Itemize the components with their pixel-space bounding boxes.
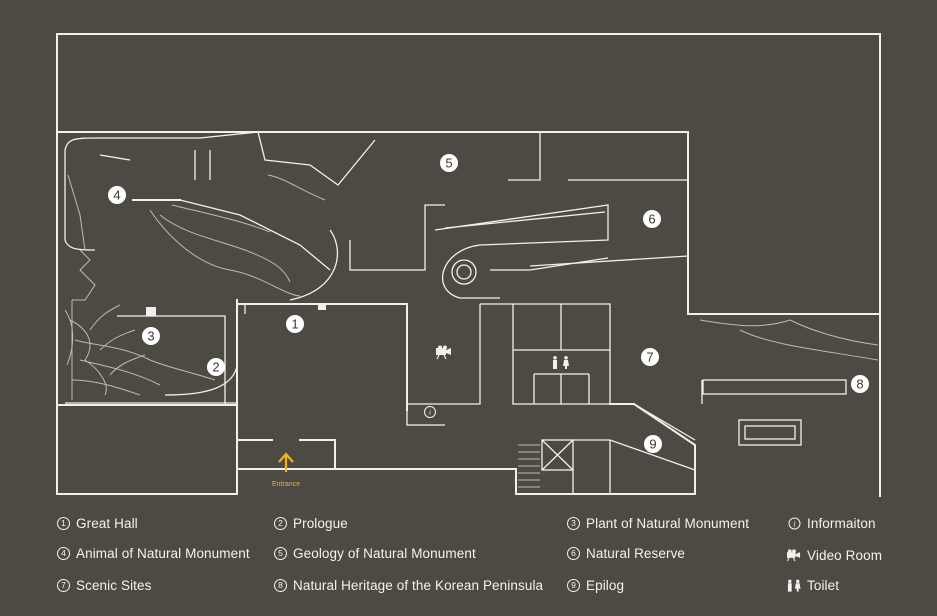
- legend-number: 5: [274, 547, 287, 560]
- zone-badge-number: 6: [648, 212, 655, 227]
- legend-number: 3: [567, 517, 580, 530]
- outer-walls: [56, 33, 881, 497]
- legend-item-video-room: Video Room: [787, 548, 882, 563]
- heritage-walls: [518, 319, 879, 494]
- zone-badge-number: 8: [856, 377, 863, 392]
- zone-badge-3: 3: [142, 327, 160, 345]
- svg-text:i: i: [429, 409, 431, 417]
- great-hall-walls: [236, 303, 611, 426]
- geology-walls: [257, 131, 688, 271]
- plant-specimen: [64, 300, 216, 400]
- legend-label: Video Room: [807, 548, 883, 563]
- legend-label: Epilog: [586, 578, 625, 593]
- zone-badge-7: 7: [641, 348, 659, 366]
- legend-label: Scenic Sites: [76, 578, 152, 593]
- toilet-icon: [787, 579, 801, 593]
- legend-label: Toilet: [807, 578, 840, 593]
- video-camera-icon: [787, 549, 801, 563]
- zone-badge-9: 9: [644, 435, 662, 453]
- legend-item-scenic-sites: 7 Scenic Sites: [57, 578, 151, 593]
- legend-number: 9: [567, 579, 580, 592]
- floor-plan-drawing: i Entrance 1 2 3 4 5 6 7 8 9: [56, 33, 881, 497]
- zone-badge-6: 6: [643, 210, 661, 228]
- prologue-walls: [65, 307, 238, 404]
- legend-label: Great Hall: [76, 516, 138, 531]
- legend-item-great-hall: 1 Great Hall: [57, 516, 138, 531]
- svg-text:i: i: [793, 520, 795, 529]
- zone-badge-number: 4: [113, 188, 120, 203]
- legend-label: Animal of Natural Monument: [76, 546, 250, 561]
- zone-badge-number: 3: [147, 329, 154, 344]
- legend-label: Geology of Natural Monument: [293, 546, 476, 561]
- legend-item-toilet: Toilet: [787, 578, 839, 593]
- legend-number: 2: [274, 517, 287, 530]
- map-toilet-icon: [553, 356, 569, 369]
- legend-number: 7: [57, 579, 70, 592]
- legend-item-epilog: 9 Epilog: [567, 578, 624, 593]
- map-info-icon: i: [424, 406, 436, 418]
- legend-item-natural-heritage: 8 Natural Heritage of the Korean Peninsu…: [274, 578, 543, 593]
- zone-badge-number: 1: [291, 317, 298, 332]
- entrance-arrow-icon: [278, 452, 294, 472]
- zone-badge-5: 5: [440, 154, 458, 172]
- zone-badge-2: 2: [207, 358, 225, 376]
- zone-badge-number: 7: [646, 350, 653, 365]
- legend-number: 1: [57, 517, 70, 530]
- legend-item-geology: 5 Geology of Natural Monument: [274, 546, 476, 561]
- legend-item-animal: 4 Animal of Natural Monument: [57, 546, 250, 561]
- legend-item-natural-reserve: 6 Natural Reserve: [567, 546, 685, 561]
- animal-gallery-walls: [64, 131, 338, 301]
- zone-badge-number: 9: [649, 437, 656, 452]
- map-video-camera-icon: [436, 345, 451, 360]
- legend-item-prologue: 2 Prologue: [274, 516, 348, 531]
- zone-badge-4: 4: [108, 186, 126, 204]
- zone-badge-number: 5: [445, 156, 452, 171]
- legend-label: Natural Heritage of the Korean Peninsula: [293, 578, 544, 593]
- legend-number: 4: [57, 547, 70, 560]
- legend-item-plant: 3 Plant of Natural Monument: [567, 516, 749, 531]
- legend-label: Prologue: [293, 516, 348, 531]
- legend-number: 6: [567, 547, 580, 560]
- zone-badge-1: 1: [286, 315, 304, 333]
- info-icon: i: [787, 517, 801, 531]
- legend-number: 8: [274, 579, 287, 592]
- natural-reserve-walls: [434, 204, 689, 299]
- legend-item-information: i Informaiton: [787, 516, 876, 531]
- entrance-label: Entrance: [272, 481, 300, 488]
- legend-label: Plant of Natural Monument: [586, 516, 750, 531]
- zone-badge-number: 2: [212, 360, 219, 375]
- zone-badge-8: 8: [851, 375, 869, 393]
- legend-label: Natural Reserve: [586, 546, 686, 561]
- legend-label: Informaiton: [807, 516, 876, 531]
